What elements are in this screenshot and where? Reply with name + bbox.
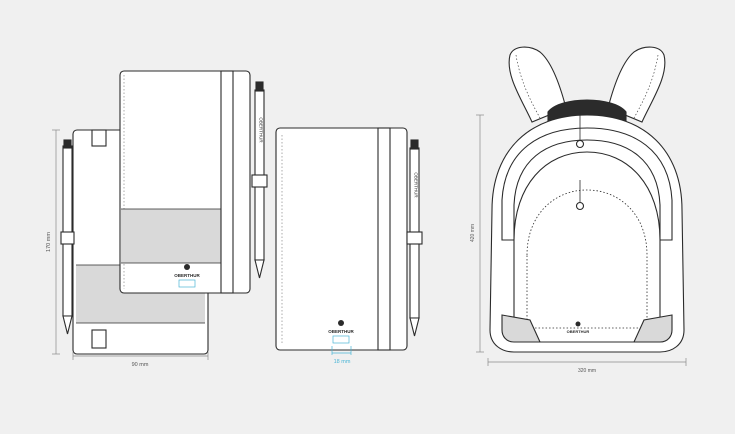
front-notebook-pen: OBERTHUR bbox=[251, 81, 268, 279]
front-notebook: OBERTHUR OBERTHUR bbox=[119, 70, 268, 294]
pen-brand-label: OBERTHUR bbox=[259, 117, 264, 143]
notebook-width-label: 90 mm bbox=[132, 362, 149, 368]
backpack-width-label: 320 mm bbox=[578, 368, 596, 374]
circle-emblem-icon bbox=[338, 320, 344, 326]
right-shoulder-strap bbox=[607, 46, 666, 123]
backpack-brand: OBERTHUR bbox=[567, 329, 590, 334]
notebook-width-dimension: 90 mm bbox=[72, 352, 209, 368]
left-shoulder-strap bbox=[508, 46, 567, 123]
single-notebook: OBERTHUR OBERTHUR bbox=[275, 127, 423, 351]
circle-emblem-icon bbox=[575, 321, 581, 327]
single-pen-brand-label: OBERTHUR bbox=[414, 172, 419, 198]
circle-emblem-icon bbox=[184, 264, 190, 270]
single-notebook-brand: OBERTHUR bbox=[328, 329, 354, 334]
back-notebook-pen bbox=[60, 139, 75, 335]
notebook-stack: OBERTHUR OBERTHUR bbox=[60, 70, 268, 355]
zipper-pull-top-icon bbox=[575, 139, 585, 149]
front-notebook-brand: OBERTHUR bbox=[174, 273, 200, 278]
single-notebook-pen: OBERTHUR bbox=[406, 139, 423, 337]
band-width-label: 18 mm bbox=[334, 359, 351, 365]
band-width-dimension: 18 mm bbox=[331, 346, 352, 365]
notebook-height-label: 170 mm bbox=[46, 232, 52, 252]
backpack-width-dimension: 320 mm bbox=[487, 358, 687, 374]
backpack-height-label: 420 mm bbox=[470, 224, 476, 242]
zipper-pull-front-icon bbox=[575, 201, 585, 211]
notebook-height-dimension: 170 mm bbox=[46, 129, 60, 355]
backpack-height-dimension: 420 mm bbox=[470, 114, 484, 353]
backpack: OBERTHUR bbox=[489, 46, 685, 353]
